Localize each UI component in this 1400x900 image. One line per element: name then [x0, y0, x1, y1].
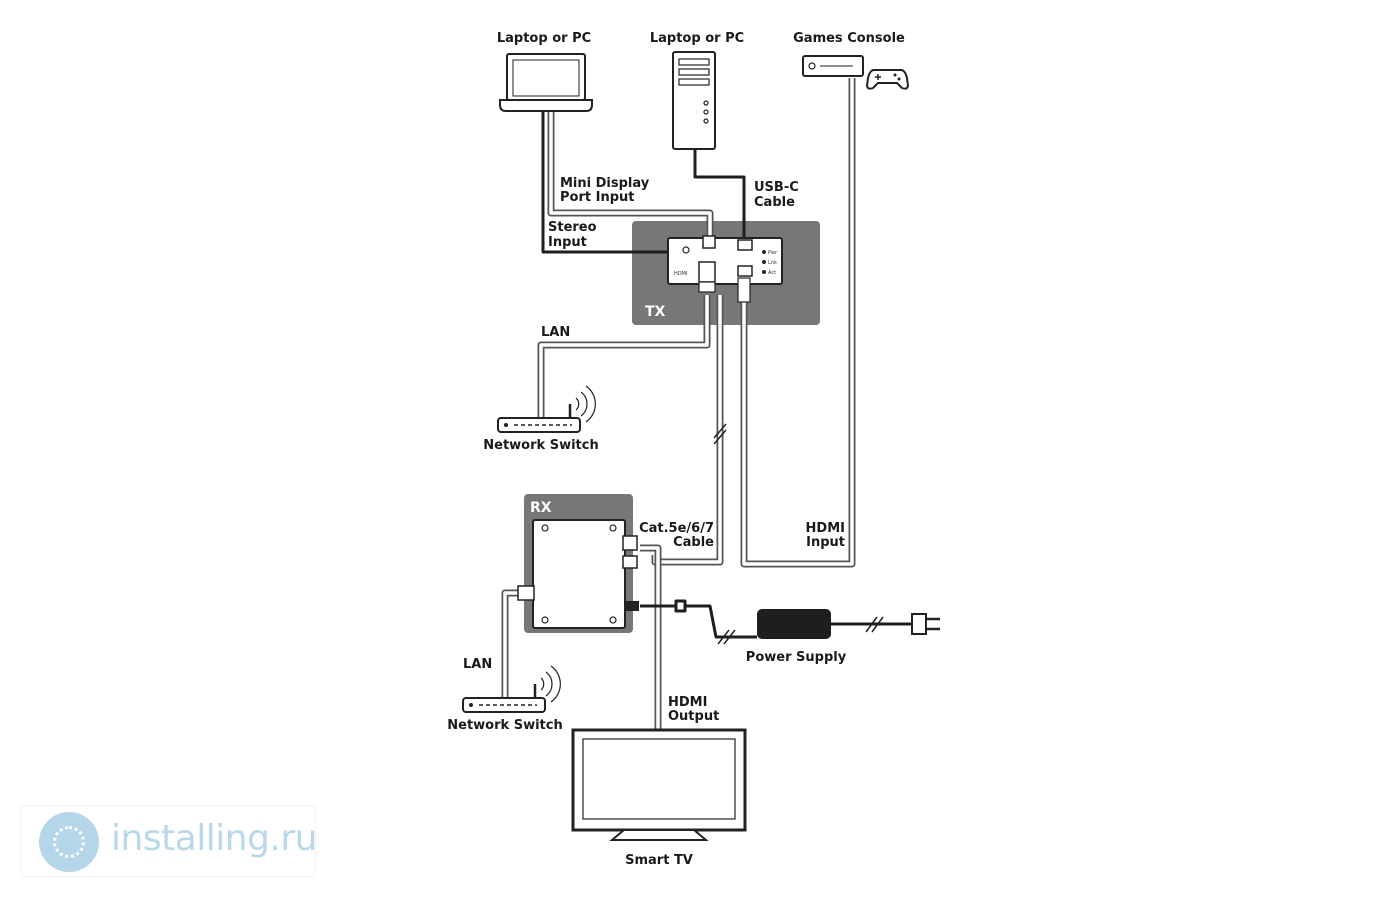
network-switch-icon-top — [497, 385, 596, 433]
mini-display-port-cable — [547, 112, 714, 236]
label-smart-tv: Smart TV — [625, 853, 693, 868]
svg-text:Lnk: Lnk — [768, 260, 777, 266]
hdmi-output-cable — [640, 544, 662, 730]
label-power-supply: Power Supply — [746, 650, 847, 665]
lan-cable-top — [537, 295, 711, 418]
label-mini-display-2: Port Input — [560, 190, 634, 205]
svg-text:HDMI: HDMI — [674, 271, 687, 277]
label-tx: TX — [645, 304, 666, 320]
label-hdmi-output-1: HDMI — [668, 695, 707, 710]
label-lan-bottom: LAN — [463, 657, 492, 672]
rx-device — [517, 519, 639, 629]
label-rx: RX — [530, 500, 552, 516]
label-stereo-2: Input — [548, 235, 587, 250]
power-supply-icon — [757, 609, 940, 639]
network-switch-icon-bottom — [462, 665, 561, 713]
stereo-cable — [541, 112, 668, 254]
label-usbc-2: Cable — [754, 195, 795, 210]
label-cat-2: Cable — [673, 535, 714, 550]
label-lan-top: LAN — [541, 325, 570, 340]
watermark-text: installing.ru — [111, 818, 317, 859]
pc-tower-icon — [672, 51, 716, 150]
label-network-switch-top: Network Switch — [483, 438, 598, 453]
label-laptop-left: Laptop or PC — [497, 31, 591, 46]
label-laptop-pc-tower: Laptop or PC — [650, 31, 744, 46]
label-games-console: Games Console — [793, 31, 905, 46]
usbc-cable — [693, 150, 746, 237]
label-network-switch-bottom: Network Switch — [447, 718, 562, 733]
label-hdmi-input-2: Input — [806, 535, 845, 550]
smart-tv-icon — [571, 728, 747, 841]
laptop-icon — [499, 53, 593, 112]
hdmi-input-cable — [740, 78, 856, 568]
label-cat-1: Cat.5e/6/7 — [639, 521, 714, 536]
watermark-logo-icon — [39, 812, 99, 872]
power-cable — [640, 599, 912, 645]
label-usbc-1: USB-C — [754, 180, 799, 195]
watermark: installing.ru — [20, 805, 317, 877]
lan-cable-bottom — [501, 589, 525, 698]
svg-text:Act: Act — [768, 270, 776, 276]
label-hdmi-output-2: Output — [668, 709, 719, 724]
label-mini-display-1: Mini Display — [560, 176, 650, 191]
label-stereo-1: Stereo — [548, 220, 597, 235]
games-console-icon — [802, 55, 910, 90]
tx-device: HDMI Pwr Lnk Act — [667, 235, 783, 303]
svg-text:Pwr: Pwr — [768, 250, 778, 256]
label-hdmi-input-1: HDMI — [806, 521, 845, 536]
